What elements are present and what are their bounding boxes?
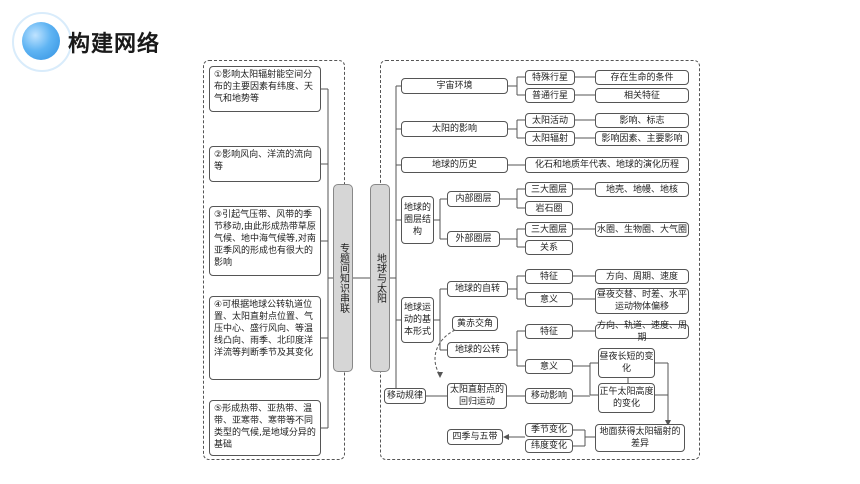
earth-sun-bar: 地球与太阳 (370, 184, 390, 372)
three-outer-box: 三大圈层 (525, 222, 573, 237)
cosmos-box: 宇宙环境 (401, 78, 508, 94)
motion-box: 地球运动的基本形式 (401, 297, 434, 343)
revolution-box: 地球的公转 (447, 342, 508, 358)
title-decoration-arc (12, 12, 72, 72)
factors-effects-box: 影响因素、主要影响 (595, 131, 689, 146)
radiation-diff-box: 地面获得太阳辐射的差异 (595, 424, 685, 452)
season-change-box: 季节变化 (525, 423, 573, 437)
dir2-box: 方向、轨道、速度、周期 (595, 320, 689, 343)
relation-box: 关系 (525, 240, 573, 255)
fossils-box: 化石和地质年代表、地球的演化历程 (525, 157, 689, 173)
structure-box: 地球的圈层结构 (401, 196, 434, 244)
rotation-box: 地球的自转 (447, 281, 508, 297)
related-features-box: 相关特征 (595, 88, 689, 103)
spheres-box: 水圈、生物圈、大气圈 (595, 222, 689, 237)
life-conditions-box: 存在生命的条件 (595, 70, 689, 85)
lat-change-box: 纬度变化 (525, 439, 573, 453)
topic-bar: 专题间知识串联 (333, 184, 353, 372)
seasons-box: 四季与五带 (447, 429, 503, 445)
feature1-box: 特征 (525, 269, 573, 284)
obliquity-box: 黄赤交角 (452, 316, 498, 331)
ordinary-planet-box: 普通行星 (525, 88, 575, 103)
feature2-box: 特征 (525, 324, 573, 339)
daylength-box: 昼夜长短的变化 (598, 348, 655, 378)
inner-sphere-box: 内部圈层 (447, 191, 500, 207)
meaning1-text-box: 昼夜交替、时差、水平运动物体偏移 (595, 288, 689, 314)
left-item-1: ①影响太阳辐射能空间分布的主要因素有纬度、天气和地势等 (209, 66, 321, 112)
left-item-2: ②影响风向、洋流的流向等 (209, 146, 321, 182)
sun-influence-box: 太阳的影响 (401, 121, 508, 137)
left-item-5: ⑤形成热带、亚热带、温带、亚寒带、寒带等不同类型的气候,是地域分异的基础 (209, 400, 321, 456)
move-effect-box: 移动影响 (525, 388, 573, 404)
left-item-3: ③引起气压带、风带的季节移动,由此形成热带草原气候、地中海气候等,对南亚季风的形… (209, 206, 321, 276)
earth-history-box: 地球的历史 (401, 157, 508, 173)
left-item-4: ④可根据地球公转轨道位置、太阳直射点位置、气压中心、盛行风向、等温线凸向、雨季、… (209, 296, 321, 380)
three-inner-box: 三大圈层 (525, 182, 573, 197)
title-circle-icon (22, 22, 60, 60)
effects-signs-box: 影响、标志 (595, 113, 689, 128)
solar-activity-box: 太阳活动 (525, 113, 575, 128)
rock-sphere-box: 岩石圈 (525, 201, 573, 216)
solar-radiation-box: 太阳辐射 (525, 131, 575, 146)
special-planet-box: 特殊行星 (525, 70, 575, 85)
dir1-box: 方向、周期、速度 (595, 269, 689, 284)
law-box: 移动规律 (384, 388, 426, 404)
crust-box: 地壳、地幔、地核 (595, 182, 689, 197)
page-title: 构建网络 (68, 32, 161, 57)
direct-point-box: 太阳直射点的回归运动 (447, 383, 507, 409)
meaning1-box: 意义 (525, 292, 573, 307)
noon-height-box: 正午太阳高度的变化 (598, 383, 655, 413)
outer-sphere-box: 外部圈层 (447, 231, 500, 247)
meaning2-box: 意义 (525, 359, 573, 374)
